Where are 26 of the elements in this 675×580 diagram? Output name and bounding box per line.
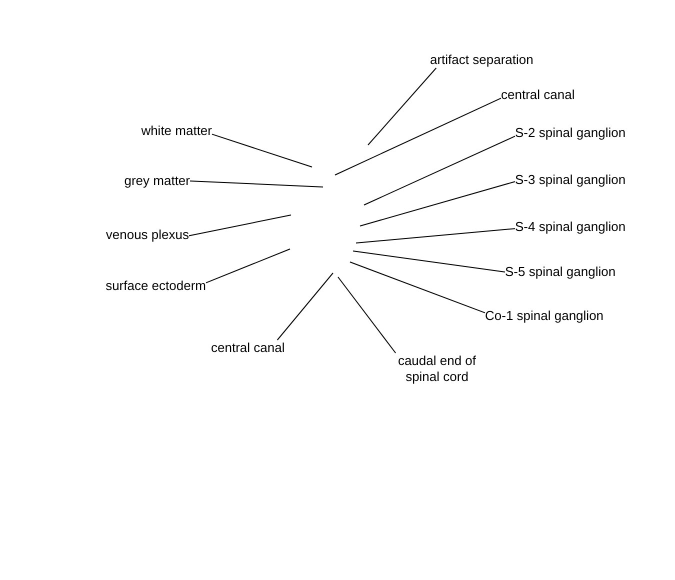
part-label: S-5 spinal ganglion <box>505 264 616 280</box>
part-label: surface ectoderm <box>106 278 206 294</box>
leader-line <box>356 228 516 244</box>
part-label: caudal end of spinal cord <box>391 353 483 385</box>
leader-line <box>188 214 292 236</box>
part-label: central canal <box>501 87 575 103</box>
leader-line <box>338 276 396 354</box>
part-label: Co-1 spinal ganglion <box>485 308 604 324</box>
leader-line <box>334 98 502 176</box>
part-label: central canal <box>211 340 285 356</box>
leader-line <box>350 262 486 314</box>
leader-line <box>360 181 516 226</box>
leader-line <box>276 272 334 340</box>
part-label: artifact separation <box>430 52 534 68</box>
part-label: S-2 spinal ganglion <box>515 125 626 141</box>
leader-line <box>368 68 437 146</box>
leader-line <box>364 136 516 206</box>
part-label: grey matter <box>124 173 190 189</box>
part-label: S-4 spinal ganglion <box>515 219 626 235</box>
leader-line <box>352 250 506 272</box>
leader-line <box>190 180 324 188</box>
part-label: white matter <box>141 123 212 139</box>
leader-line <box>206 248 290 284</box>
part-label: S-3 spinal ganglion <box>515 172 626 188</box>
part-label: venous plexus <box>106 227 189 243</box>
leader-line <box>212 134 312 168</box>
